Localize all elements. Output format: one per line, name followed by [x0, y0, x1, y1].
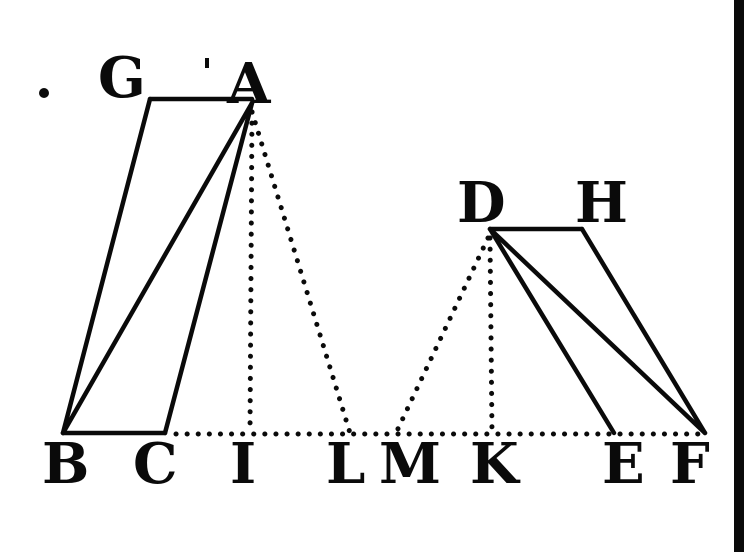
- label-D: D: [457, 170, 506, 236]
- dotted-AL: [249, 109, 353, 436]
- label-K: K: [470, 431, 521, 497]
- label-C: C: [133, 431, 178, 497]
- segment-DF: [487, 226, 708, 436]
- stray-mark: [205, 58, 209, 68]
- segment-DE: [487, 226, 617, 436]
- label-A: A: [226, 51, 272, 117]
- segment-AB: [60, 100, 255, 436]
- label-G: G: [98, 45, 146, 111]
- label-M: M: [379, 431, 441, 497]
- label-I: I: [230, 431, 256, 497]
- segment-HF: [579, 226, 708, 436]
- label-H: H: [575, 170, 628, 236]
- label-B: B: [42, 431, 89, 497]
- label-F: F: [670, 431, 710, 497]
- dotted-AI: [247, 109, 255, 436]
- dotted-DK: [487, 235, 495, 436]
- segment-AC: [162, 100, 255, 436]
- label-E: E: [602, 431, 645, 497]
- stray-dot: [39, 88, 49, 98]
- dotted-DM: [393, 235, 491, 436]
- label-L: L: [326, 431, 365, 497]
- segment-GB: [60, 96, 153, 436]
